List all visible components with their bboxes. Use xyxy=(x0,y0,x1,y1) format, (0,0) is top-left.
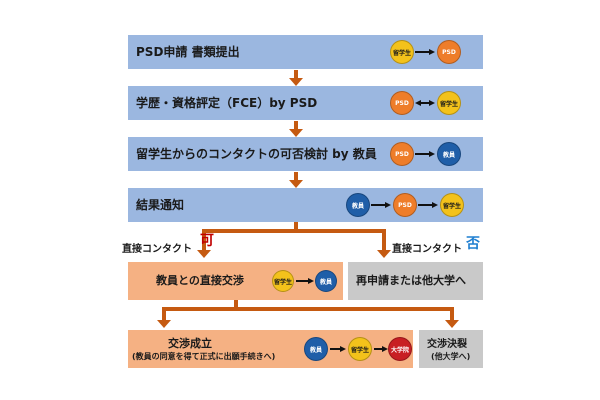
branch-ok-mark: 可 xyxy=(200,233,214,249)
student-circle: 留学生 xyxy=(272,270,294,292)
step-label: 結果通知 xyxy=(136,198,185,212)
step-label: 学歴・資格評定（FCE）by PSD xyxy=(136,96,318,110)
faculty-circle: 教員 xyxy=(437,142,461,166)
negotiation-fail-box: 交渉決裂 (他大学へ) xyxy=(419,330,483,368)
success-subtitle: (教員の同意を得て正式に出願手続きへ) xyxy=(132,352,276,361)
arrow-right-icon xyxy=(330,346,346,352)
down-arrow-icon xyxy=(288,70,304,86)
branch-connector xyxy=(162,307,166,321)
step-box-evaluation: 学歴・資格評定（FCE）by PSD PSD 留学生 xyxy=(128,86,483,120)
step-label: 留学生からのコンタクトの可否検討 by 教員 xyxy=(136,147,377,161)
step-label: PSD申請 書類提出 xyxy=(136,45,240,59)
psd-circle: PSD xyxy=(393,193,417,217)
down-arrow-icon xyxy=(196,250,212,260)
negotiation-success-box: 交渉成立 (教員の同意を得て正式に出願手続きへ) 教員 留学生 大学院 xyxy=(128,330,413,368)
direct-negotiation-label: 教員との直接交渉 xyxy=(156,274,244,287)
student-circle: 留学生 xyxy=(348,337,372,361)
reapply-box: 再申請または他大学へ xyxy=(348,262,483,300)
faculty-circle: 教員 xyxy=(304,337,328,361)
faculty-circle: 教員 xyxy=(315,270,337,292)
psd-circle: PSD xyxy=(390,142,414,166)
psd-circle: PSD xyxy=(390,91,414,115)
down-arrow-icon xyxy=(376,250,392,260)
branch-connector xyxy=(382,229,386,251)
arrow-right-icon xyxy=(371,202,391,208)
fail-title: 交渉決裂 xyxy=(427,339,467,350)
branch-connector xyxy=(234,300,238,308)
direct-negotiation-box: 教員との直接交渉 留学生 教員 xyxy=(128,262,343,300)
arrow-right-icon xyxy=(415,151,435,157)
step-box-review: 留学生からのコンタクトの可否検討 by 教員 PSD 教員 xyxy=(128,137,483,171)
faculty-circle: 教員 xyxy=(346,193,370,217)
branch-ng-mark: 否 xyxy=(466,236,480,252)
down-arrow-icon xyxy=(288,172,304,188)
student-circle: 留学生 xyxy=(437,91,461,115)
arrow-right-icon xyxy=(374,346,388,352)
branch-connector xyxy=(294,222,298,230)
branch-ok-label: 直接コンタクト xyxy=(122,244,192,255)
grad-school-circle: 大学院 xyxy=(388,337,412,361)
bidirectional-arrow-icon xyxy=(415,100,435,106)
reapply-label: 再申請または他大学へ xyxy=(356,274,466,287)
branch-connector xyxy=(202,229,206,251)
branch-connector xyxy=(450,307,454,321)
arrow-right-icon xyxy=(415,49,435,55)
psd-circle: PSD xyxy=(437,40,461,64)
branch-connector xyxy=(202,229,386,233)
arrow-right-icon xyxy=(296,278,314,284)
step-box-notification: 結果通知 教員 PSD 留学生 xyxy=(128,188,483,222)
arrow-right-icon xyxy=(418,202,438,208)
fail-subtitle: (他大学へ) xyxy=(431,352,471,361)
branch-connector xyxy=(162,307,454,311)
down-arrow-icon xyxy=(444,320,460,330)
student-circle: 留学生 xyxy=(440,193,464,217)
step-box-application: PSD申請 書類提出 留学生 PSD xyxy=(128,35,483,69)
success-title: 交渉成立 xyxy=(168,337,212,350)
down-arrow-icon xyxy=(156,320,172,330)
branch-ng-label: 直接コンタクト xyxy=(392,244,462,255)
student-circle: 留学生 xyxy=(390,40,414,64)
down-arrow-icon xyxy=(288,121,304,137)
